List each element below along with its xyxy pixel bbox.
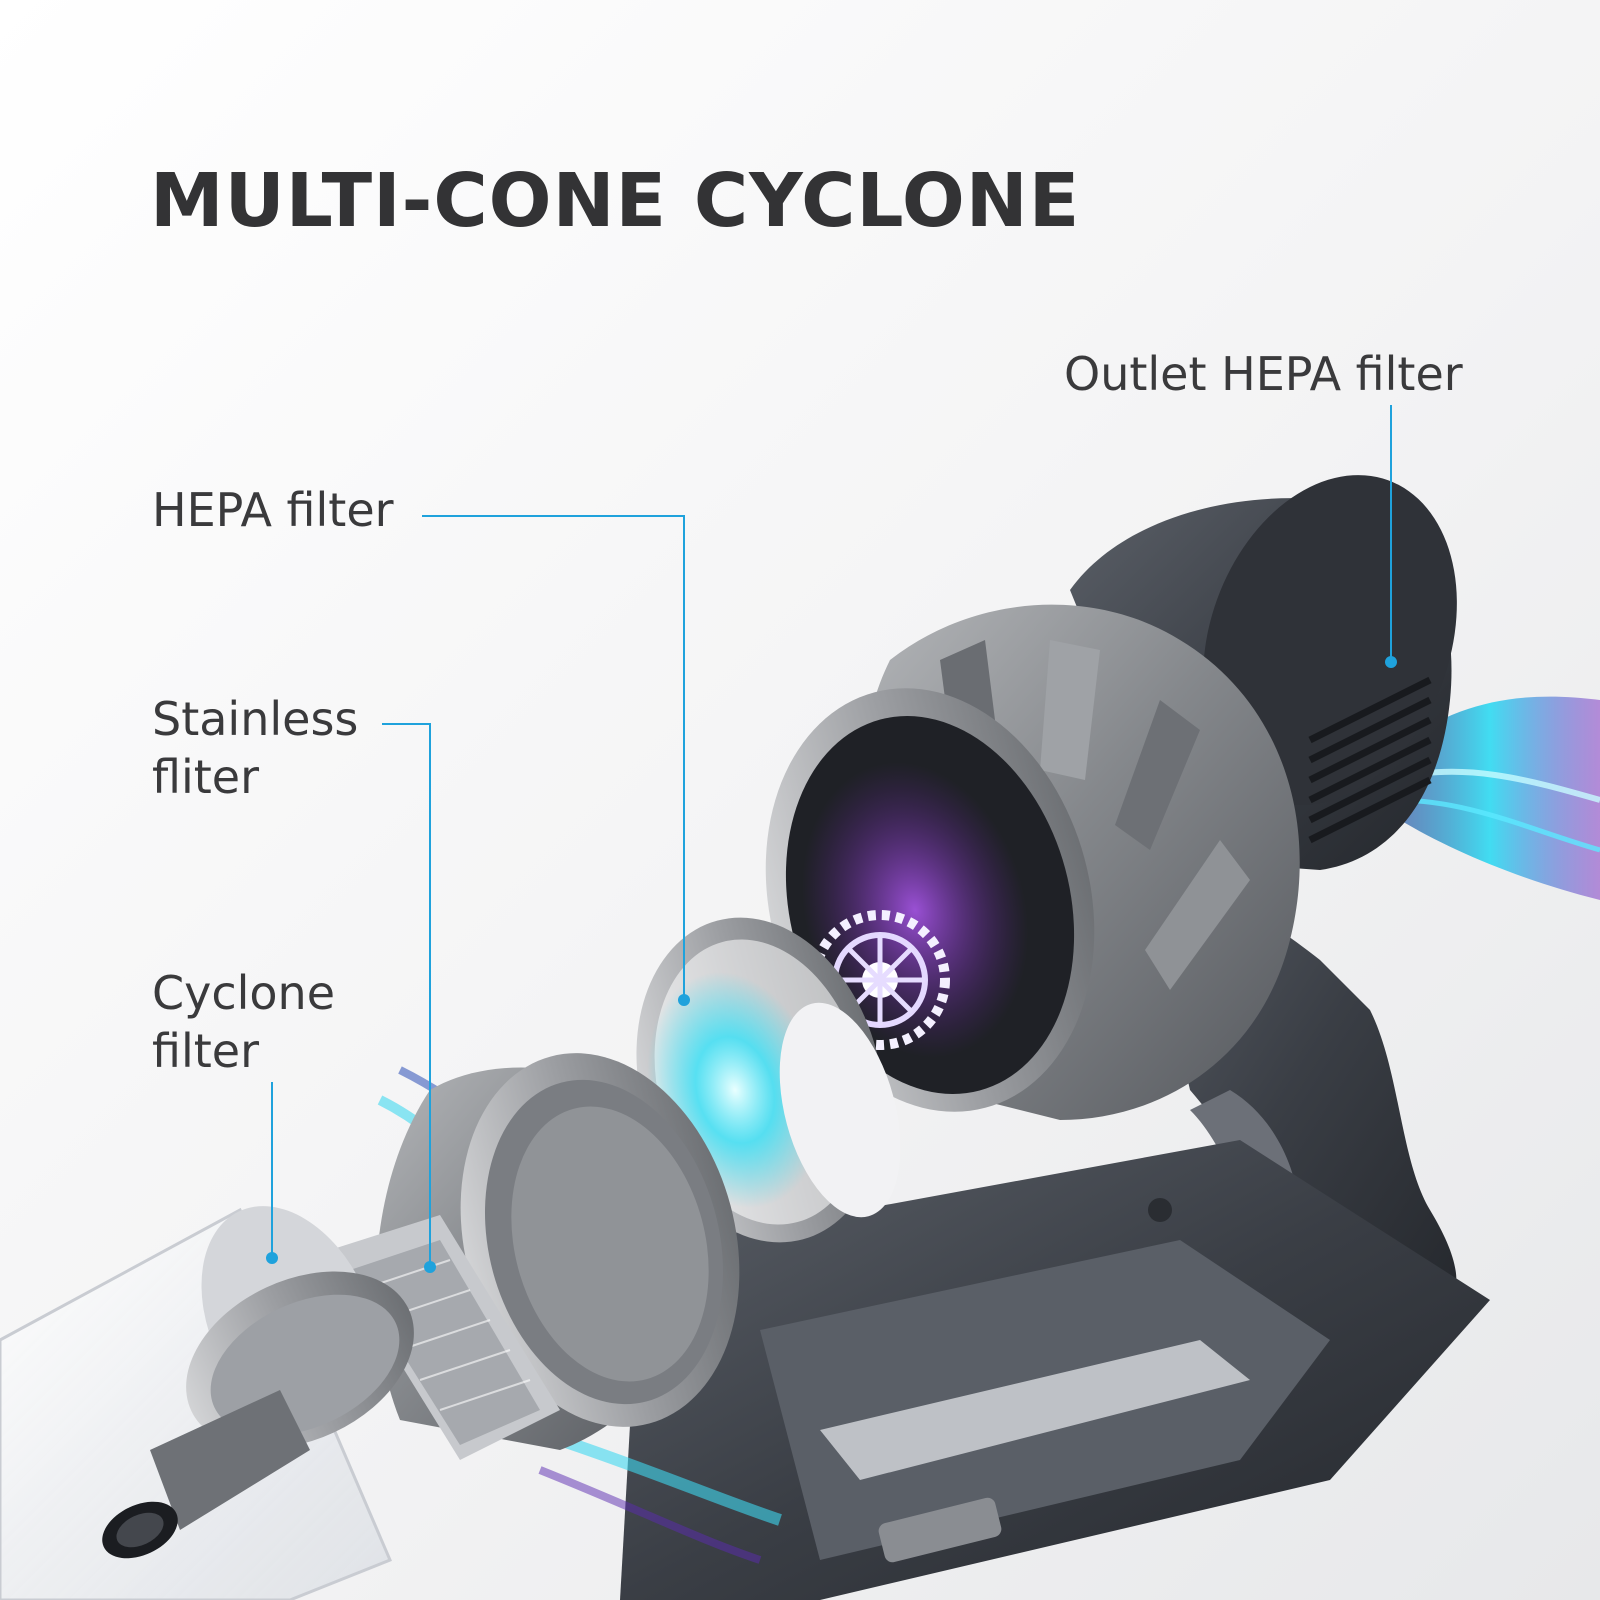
label-cyclone-line2: filter bbox=[152, 1024, 260, 1078]
callout-line-stainless bbox=[382, 723, 431, 1267]
label-cyclone-line1: Cyclone bbox=[152, 966, 336, 1020]
stainless-mesh-filter bbox=[330, 1215, 560, 1460]
label-cyclone-filter: Cyclone filter bbox=[152, 964, 335, 1080]
label-stainless-line1: Stainless bbox=[152, 692, 359, 746]
label-outlet-hepa-filter: Outlet HEPA filter bbox=[1064, 345, 1463, 403]
callout-dots bbox=[266, 656, 1397, 1273]
callout-dot-hepa bbox=[678, 994, 690, 1006]
label-stainless-filter: Stainless fliter bbox=[152, 690, 358, 806]
dust-bin bbox=[0, 1206, 414, 1600]
callout-dot-outlet-hepa bbox=[1385, 656, 1397, 668]
callout-lines bbox=[271, 405, 1392, 1267]
label-hepa-filter: HEPA filter bbox=[152, 481, 394, 539]
page-title: MULTI-CONE CYCLONE bbox=[150, 158, 1081, 244]
label-outlet-hepa-text: Outlet HEPA filter bbox=[1064, 347, 1463, 401]
vent-grille bbox=[1308, 676, 1432, 844]
label-stainless-line2: fliter bbox=[152, 750, 260, 804]
label-hepa-text: HEPA filter bbox=[152, 483, 394, 537]
callout-dot-stainless bbox=[424, 1261, 436, 1273]
callout-dot-cyclone bbox=[266, 1252, 278, 1264]
callout-line-hepa bbox=[422, 515, 685, 1000]
